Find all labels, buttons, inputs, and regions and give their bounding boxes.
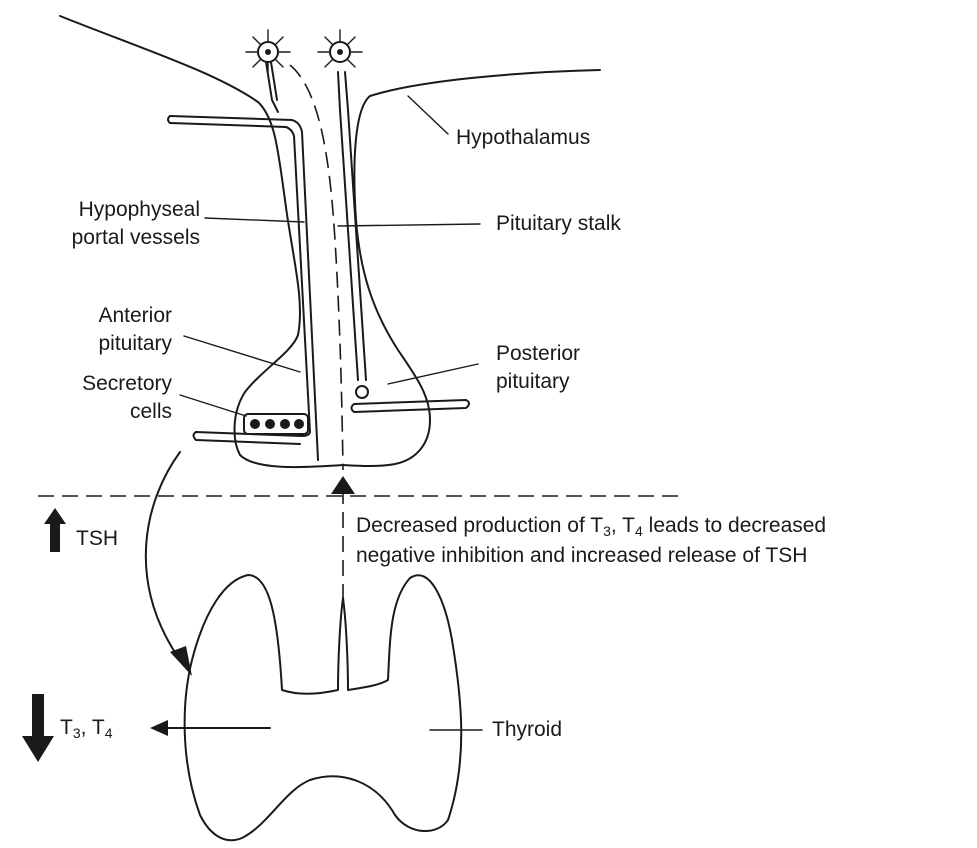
leader-stalk bbox=[338, 224, 480, 226]
label-t3-t4: T3, T4 bbox=[60, 714, 113, 741]
label-secretory-line1: Secretory bbox=[0, 370, 172, 397]
feedback-arrowhead bbox=[331, 476, 355, 494]
label-hypothalamus: Hypothalamus bbox=[456, 124, 590, 151]
caption-t3-subscript: 3 bbox=[603, 523, 611, 539]
axon-terminal bbox=[356, 386, 368, 398]
label-pituitary-stalk: Pituitary stalk bbox=[496, 210, 621, 237]
label-secretory-line2: cells bbox=[0, 398, 172, 425]
caption-line1-suffix: leads to decreased bbox=[643, 514, 826, 537]
t3-t4-prefix: T bbox=[60, 716, 73, 739]
caption-line1: Decreased production of T3, T4 leads to … bbox=[356, 512, 826, 539]
caption-t4-subscript: 4 bbox=[635, 523, 643, 539]
t4-subscript: 4 bbox=[105, 725, 113, 741]
label-thyroid: Thyroid bbox=[492, 716, 562, 743]
label-tsh: TSH bbox=[76, 525, 118, 552]
portal-vessel-tip-top bbox=[168, 116, 170, 123]
neuron-left-icon bbox=[246, 30, 290, 112]
t3-t4-separator: , T bbox=[81, 716, 105, 739]
thyroid-outline bbox=[185, 575, 462, 840]
secretory-cells-icon bbox=[244, 414, 308, 434]
caption-line1-prefix: Decreased production of T bbox=[356, 514, 603, 537]
label-portal-vessels-line2: portal vessels bbox=[0, 224, 200, 251]
caption-line2: negative inhibition and increased releas… bbox=[356, 542, 807, 569]
leader-secretory bbox=[180, 395, 246, 416]
tsh-curved-arrow bbox=[146, 452, 180, 660]
label-posterior-line1: Posterior bbox=[496, 340, 580, 367]
leader-posterior bbox=[388, 364, 478, 384]
t3-t4-arrowhead bbox=[150, 720, 168, 736]
leader-hypothalamus bbox=[408, 96, 448, 134]
neuron-right-icon bbox=[318, 30, 362, 67]
tsh-up-arrow-icon bbox=[44, 508, 66, 552]
posterior-vessel bbox=[352, 400, 470, 412]
label-posterior-line2: pituitary bbox=[496, 368, 570, 395]
label-anterior-line2: pituitary bbox=[0, 330, 172, 357]
leader-portal bbox=[205, 218, 304, 222]
t3-subscript: 3 bbox=[73, 725, 81, 741]
t3-t4-down-arrow-icon bbox=[22, 694, 54, 762]
label-anterior-line1: Anterior bbox=[0, 302, 172, 329]
portal-vessel-inner bbox=[170, 123, 310, 436]
label-portal-vessels-line1: Hypophyseal bbox=[0, 196, 200, 223]
caption-line1-mid: , T bbox=[611, 514, 635, 537]
